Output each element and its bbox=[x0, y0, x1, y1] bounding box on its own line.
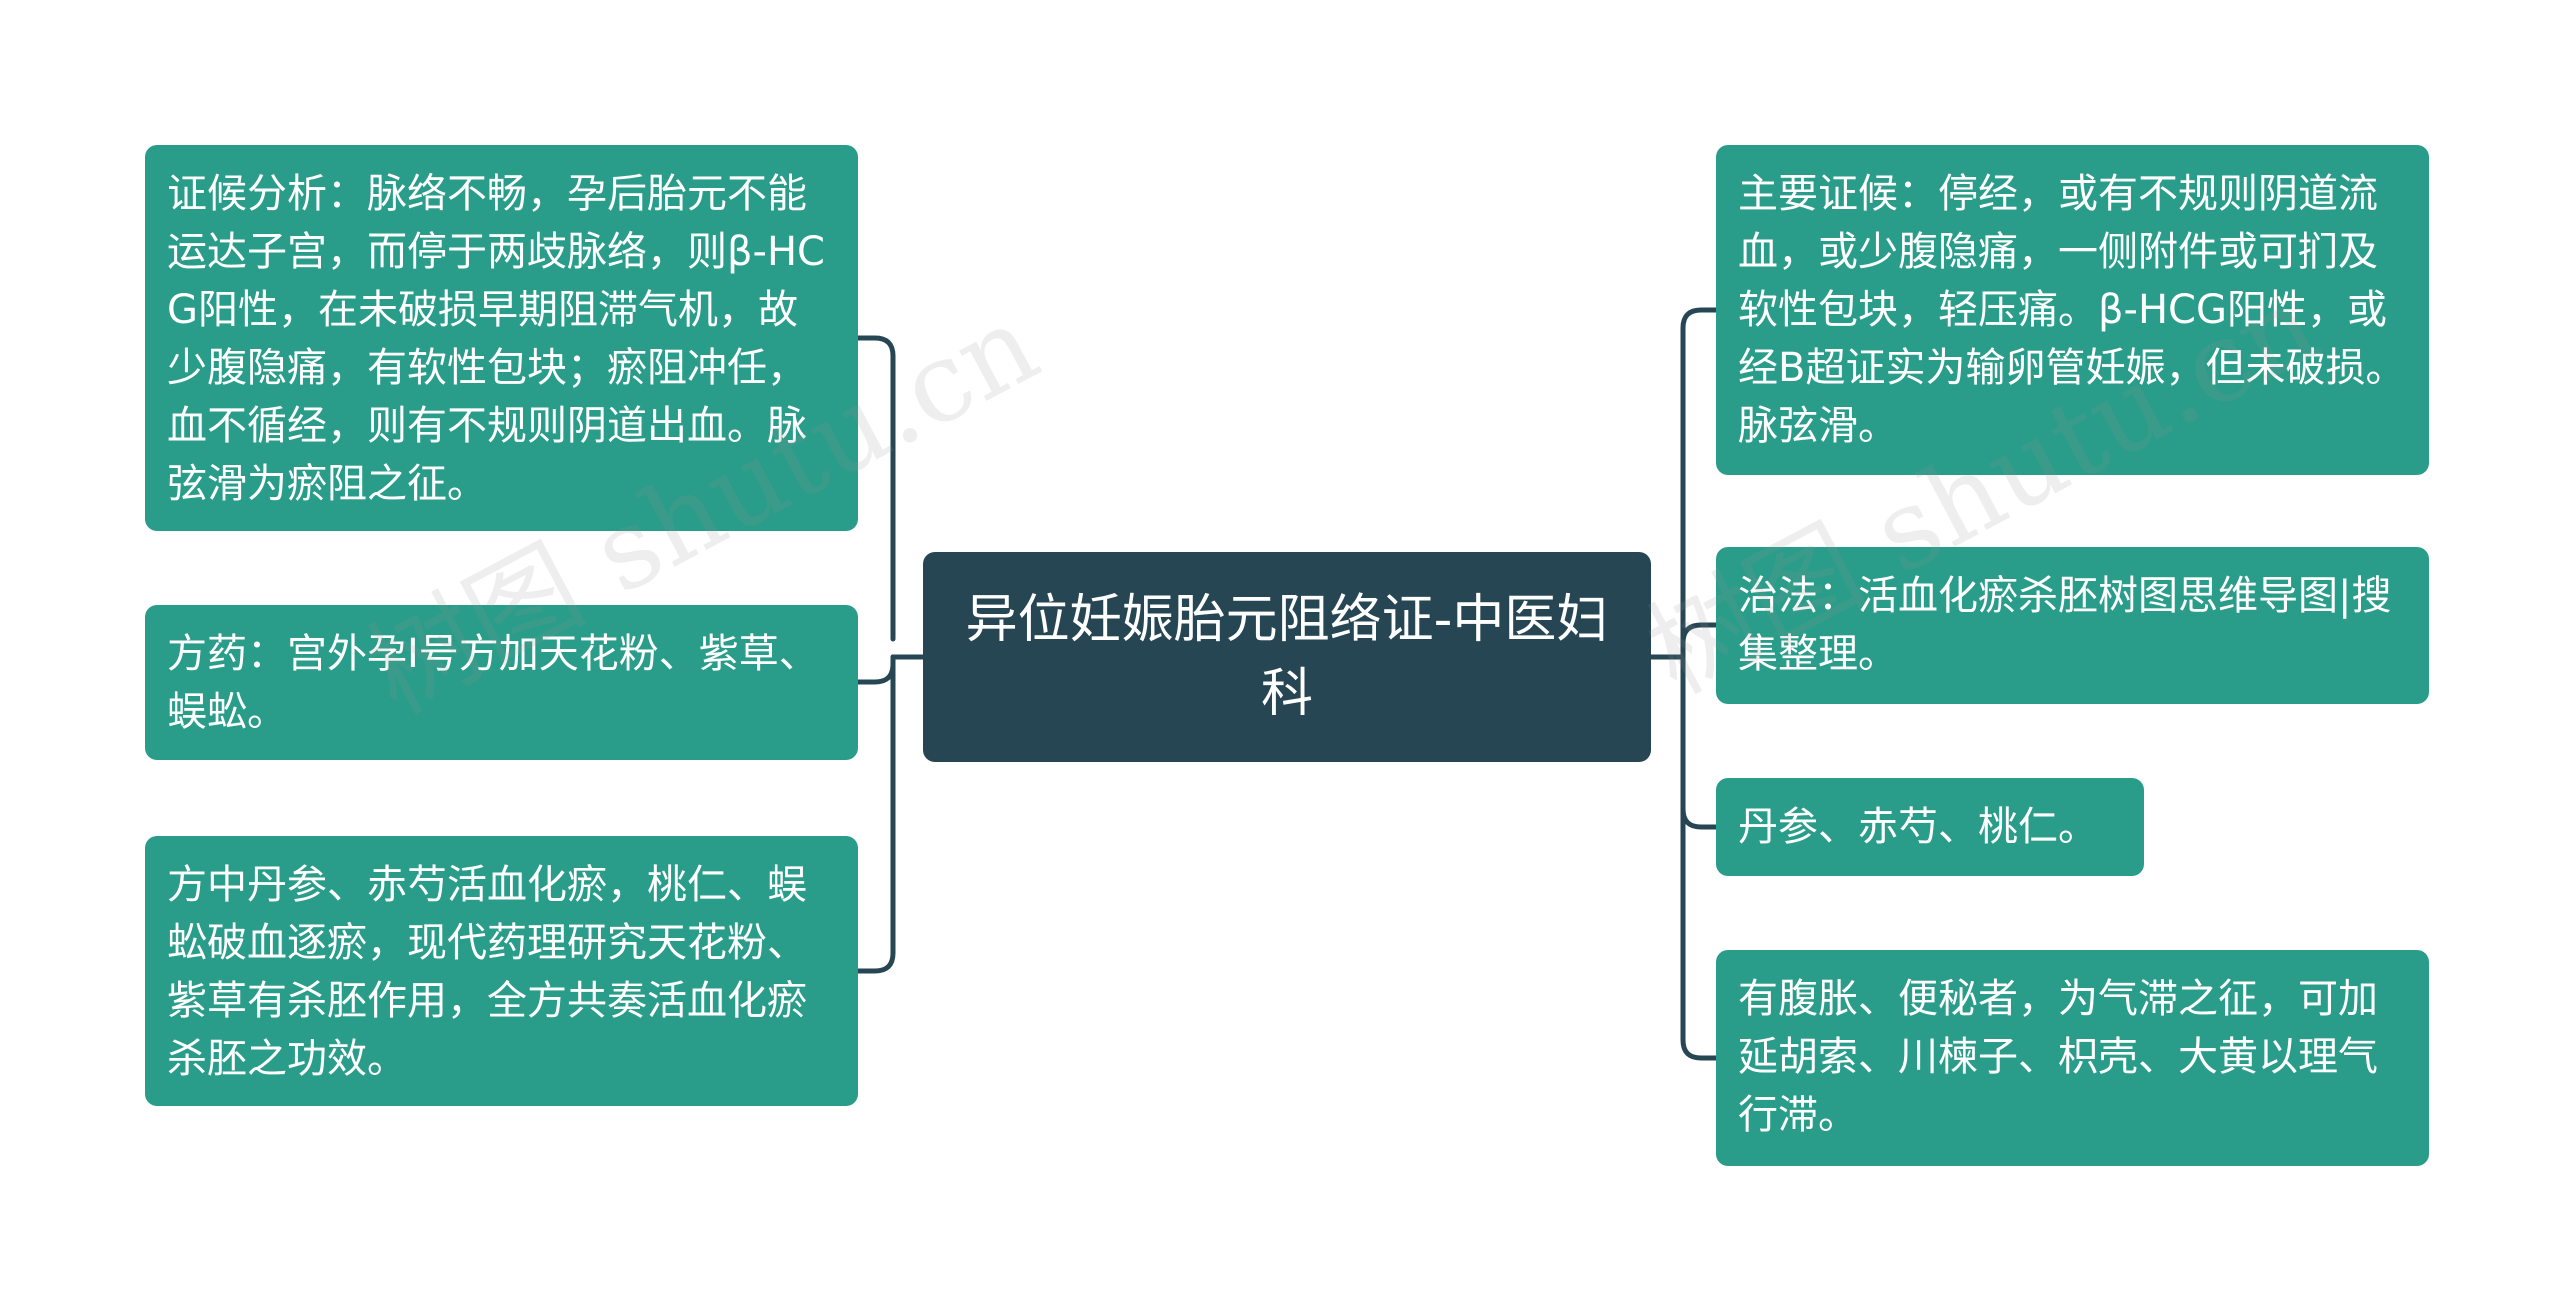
topic-node-text: 有腹胀、便秘者，为气滞之征，可加延胡索、川楝子、枳壳、大黄以理气行滞。 bbox=[1738, 976, 2378, 1138]
central-topic-node[interactable]: 异位妊娠胎元阻络证-中医妇科 bbox=[923, 552, 1651, 762]
topic-node-prescription-explanation[interactable]: 方中丹参、赤芍活血化瘀，桃仁、蜈蚣破血逐瘀，现代药理研究天花粉、紫草有杀胚作用，… bbox=[145, 836, 858, 1106]
connector-left-3 bbox=[855, 654, 896, 974]
connector-left-1 bbox=[855, 335, 896, 642]
topic-node-text: 治法：活血化瘀杀胚树图思维导图|搜集整理。 bbox=[1738, 573, 2392, 677]
topic-node-modification[interactable]: 有腹胀、便秘者，为气滞之征，可加延胡索、川楝子、枳壳、大黄以理气行滞。 bbox=[1716, 950, 2429, 1166]
connector-right-1 bbox=[1680, 307, 1719, 660]
topic-node-prescription[interactable]: 方药：宫外孕Ⅰ号方加天花粉、紫草、蜈蚣。 bbox=[145, 605, 858, 760]
topic-node-main-syndrome[interactable]: 主要证候：停经，或有不规则阴道流血，或少腹隐痛，一侧附件或可扪及软性包块，轻压痛… bbox=[1716, 145, 2429, 475]
connector-left-2 bbox=[855, 654, 896, 685]
connector-right-4 bbox=[1680, 654, 1719, 1061]
connector-right-3 bbox=[1680, 654, 1719, 830]
topic-node-syndrome-analysis[interactable]: 证候分析：脉络不畅，孕后胎元不能运达子宫，而停于两歧脉络，则β-HCG阳性，在未… bbox=[145, 145, 858, 531]
topic-node-text: 证候分析：脉络不畅，孕后胎元不能运达子宫，而停于两歧脉络，则β-HCG阳性，在未… bbox=[167, 171, 825, 507]
topic-node-treatment-method[interactable]: 治法：活血化瘀杀胚树图思维导图|搜集整理。 bbox=[1716, 547, 2429, 704]
connector-right-2 bbox=[1680, 622, 1719, 660]
topic-node-text: 方中丹参、赤芍活血化瘀，桃仁、蜈蚣破血逐瘀，现代药理研究天花粉、紫草有杀胚作用，… bbox=[167, 862, 807, 1082]
topic-node-text: 丹参、赤芍、桃仁。 bbox=[1738, 804, 2098, 850]
topic-node-text: 方药：宫外孕Ⅰ号方加天花粉、紫草、蜈蚣。 bbox=[167, 631, 819, 735]
topic-node-herbs[interactable]: 丹参、赤芍、桃仁。 bbox=[1716, 778, 2144, 876]
topic-node-text: 主要证候：停经，或有不规则阴道流血，或少腹隐痛，一侧附件或可扪及软性包块，轻压痛… bbox=[1738, 171, 2406, 449]
central-topic-title: 异位妊娠胎元阻络证-中医妇科 bbox=[965, 590, 1609, 724]
